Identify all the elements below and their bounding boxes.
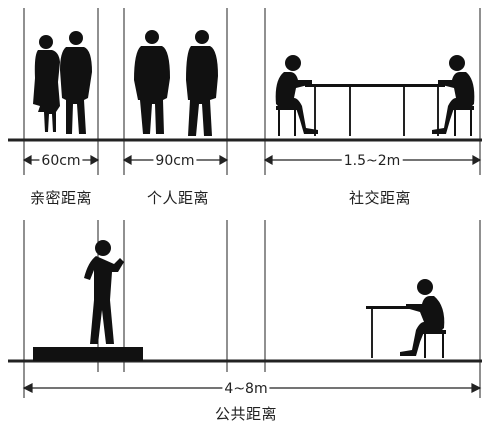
public-zone-label: 公共距离: [214, 405, 278, 423]
listener-scene: [366, 279, 446, 358]
top-row: [8, 8, 482, 175]
social-measure: 1.5~2m: [341, 153, 403, 169]
personal-measure: 90cm: [153, 153, 197, 169]
intimate-zone-label: 亲密距离: [29, 189, 93, 207]
social-zone-label: 社交距离: [348, 189, 412, 207]
top-arrows: [22, 154, 482, 166]
intimate-measure: 60cm: [39, 153, 83, 169]
social-scene: [275, 55, 475, 136]
couple-figures: [33, 31, 92, 134]
podium: [33, 347, 143, 361]
speaker-scene: [33, 240, 143, 361]
personal-figures: [134, 30, 218, 136]
public-measure: 4~8m: [222, 381, 270, 397]
personal-zone-label: 个人距离: [146, 189, 210, 207]
